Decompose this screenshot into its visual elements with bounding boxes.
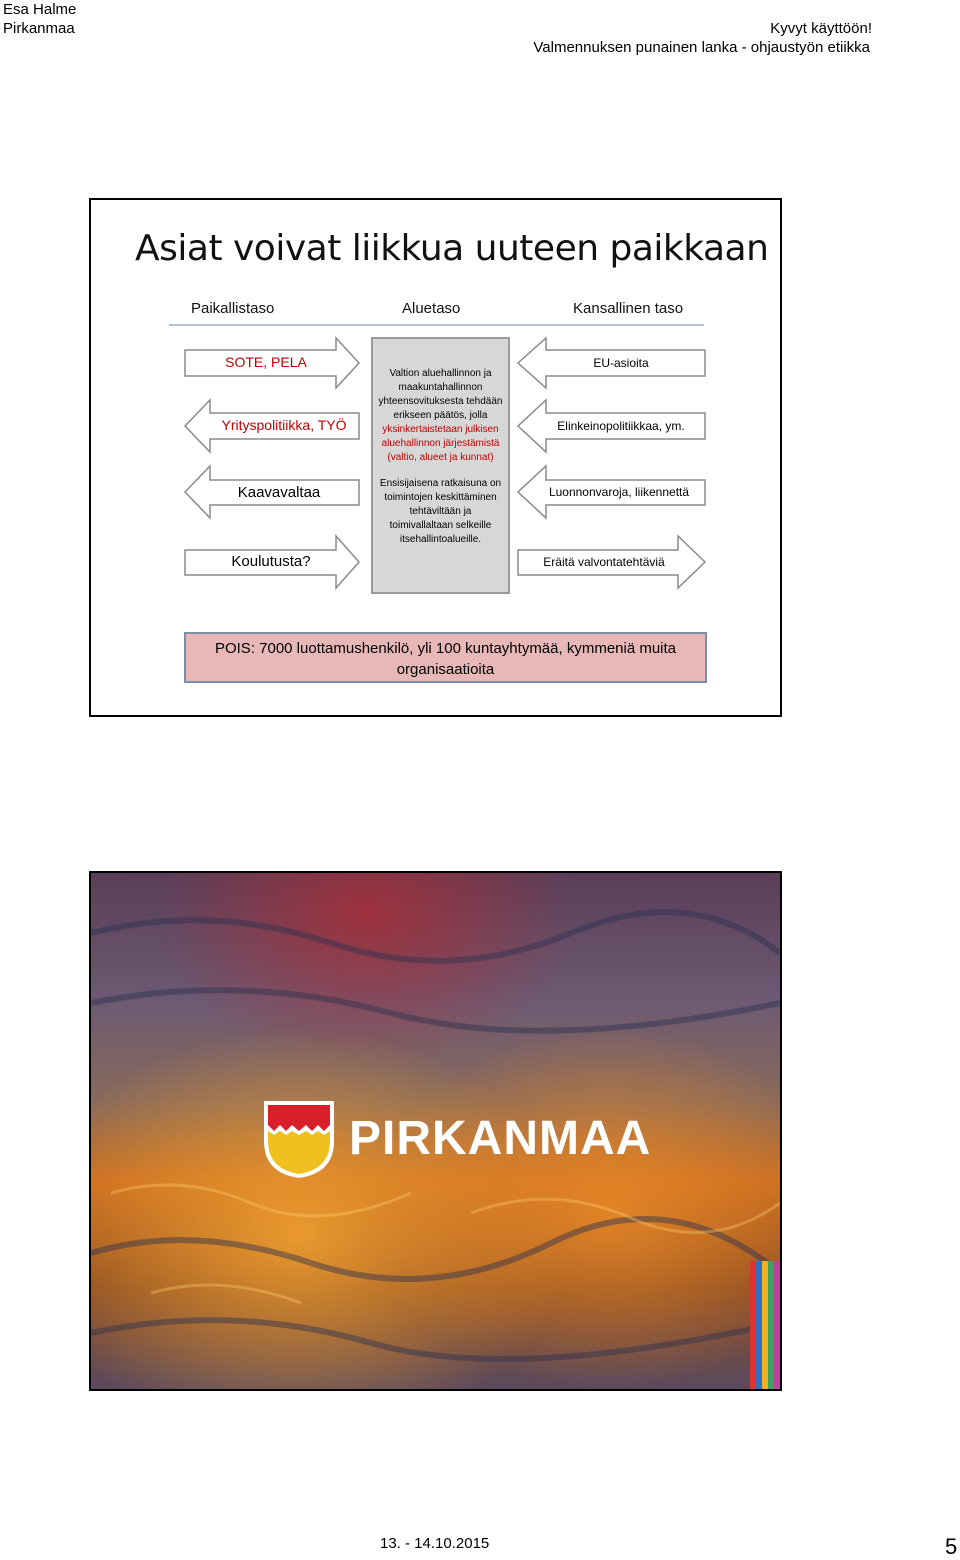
arrow-right-shape — [517, 534, 707, 590]
slide-title: Asiat voivat liikkua uuteen paikkaan — [135, 228, 769, 269]
arrows-layer — [183, 336, 707, 590]
arrow-label-valvonta: Eräitä valvontatehtäviä — [543, 555, 665, 569]
footer-date: 13. - 14.10.2015 — [380, 1535, 490, 1552]
slide-2: PIRKANMAA — [89, 871, 782, 1391]
arrow-left-shape — [183, 464, 360, 520]
pois-box: POIS: 7000 luottamushenkilö, yli 100 kun… — [184, 632, 707, 683]
decorative-stripes — [750, 1261, 780, 1389]
page-number: 5 — [945, 1534, 958, 1559]
arrow-label-kaavavaltaa: Kaavavaltaa — [237, 484, 321, 501]
arrow-left-shape — [516, 398, 706, 454]
pirkanmaa-coat-of-arms-icon — [264, 1101, 334, 1178]
slide-1: Asiat voivat liikkua uuteen paikkaan Pai… — [89, 198, 782, 717]
header-region: Pirkanmaa — [3, 20, 75, 37]
level-national: Kansallinen taso — [573, 300, 684, 317]
arrow-label-yrityspolitiikka: Yrityspolitiikka, TYÖ — [221, 417, 347, 433]
arrow-label-koulutusta: Koulutusta? — [231, 553, 311, 570]
arrow-label-eu: EU-asioita — [593, 356, 649, 370]
center-textbox: Valtion aluehallinnon ja maakuntahallinn… — [371, 337, 510, 594]
arrow-right-shape — [184, 534, 361, 590]
center-paragraph-1: Valtion aluehallinnon ja maakuntahallinn… — [378, 368, 503, 463]
center-paragraph-2: Ensisijaisena ratkaisuna on toimintojen … — [379, 478, 502, 545]
arrow-left-shape — [183, 398, 360, 454]
arrow-right-shape — [184, 336, 361, 390]
pirkanmaa-logo-text: PIRKANMAA — [349, 1112, 652, 1165]
header-course: Kyvyt käyttöön! — [770, 20, 872, 37]
water-background-image — [91, 873, 780, 1389]
level-divider — [169, 324, 704, 326]
header-author: Esa Halme — [3, 1, 77, 18]
arrow-label-luonnonvaroja: Luonnonvaroja, liikennettä — [548, 485, 690, 499]
arrow-left-shape — [516, 464, 706, 520]
arrow-label-elinkeino: Elinkeinopolitiikkaa, ym. — [557, 419, 685, 433]
header-subtitle: Valmennuksen punainen lanka - ohjaustyön… — [533, 39, 870, 56]
arrow-label-sote: SOTE, PELA — [225, 354, 307, 370]
arrow-left-shape — [516, 336, 706, 390]
level-regional: Aluetaso — [402, 300, 461, 317]
level-local: Paikallistaso — [191, 300, 275, 317]
